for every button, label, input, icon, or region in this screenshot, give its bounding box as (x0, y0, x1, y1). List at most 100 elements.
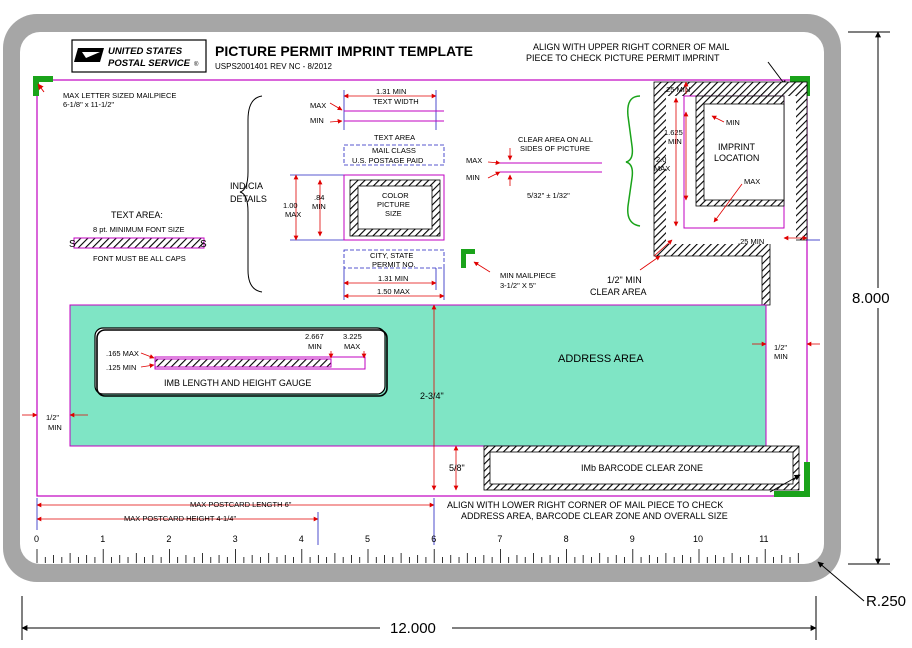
page-title: PICTURE PERMIT IMPRINT TEMPLATE (215, 43, 473, 59)
d-2667-1: 2.667 (305, 332, 324, 341)
corner-radius: R.250 (866, 593, 906, 610)
d-84-min-1: .84 (314, 193, 324, 202)
text-max-label: MAX (310, 101, 326, 110)
max-letter-outline (36, 79, 808, 497)
ruler-label: 6 (431, 534, 436, 544)
d-165-max: .165 MAX (106, 349, 139, 358)
mail-class-line-1: MAIL CLASS (372, 146, 416, 155)
ruler-label: 5 (365, 534, 370, 544)
color-picture-1: COLOR (382, 191, 409, 200)
d-100-max-2: MAX (285, 210, 301, 219)
d-3225-2: MAX (344, 342, 360, 351)
indicia-brace (239, 95, 263, 293)
align-lower-note-2: ADDRESS AREA, BARCODE CLEAR ZONE AND OVE… (461, 511, 728, 521)
green-corner-min-mailpiece (461, 249, 475, 268)
logo-line2: POSTAL SERVICE (108, 58, 191, 69)
green-corner-top-left (33, 76, 53, 96)
d-131-min: 1.31 MIN (378, 274, 408, 283)
d-150-max: 1.50 MAX (377, 287, 410, 296)
text-width-dim-1: 1.31 MIN (376, 87, 406, 96)
half-clear-1: 1/2" MIN (607, 275, 642, 285)
imprint-location-1: IMPRINT (718, 142, 756, 152)
ruler-label: 9 (630, 534, 635, 544)
ruler-label: 10 (693, 534, 703, 544)
logo-reg-mark: ® (194, 61, 199, 68)
min-mailpiece-1: MIN MAILPIECE (500, 271, 556, 280)
s-marker-right: S (200, 239, 207, 250)
d-25-min-right: .25 MIN (738, 237, 764, 246)
max-postcard-height: MAX POSTCARD HEIGHT 4-1/4" (124, 514, 236, 523)
align-upper-note-1: ALIGN WITH UPPER RIGHT CORNER OF MAIL (533, 42, 729, 52)
barcode-clear-zone-label: IMb BARCODE CLEAR ZONE (581, 463, 703, 473)
ruler-label: 11 (759, 534, 768, 544)
ruler-label: 0 (34, 534, 39, 544)
d-5-8: 5/8" (449, 463, 465, 473)
half-min-left-1: 1/2" (46, 413, 59, 422)
imb-gauge-label: IMB LENGTH AND HEIGHT GAUGE (164, 378, 311, 388)
ruler-label: 7 (497, 534, 502, 544)
color-picture-3: SIZE (385, 209, 402, 218)
max-letter-note-1: MAX LETTER SIZED MAILPIECE (63, 91, 176, 100)
align-lower-note-1: ALIGN WITH LOWER RIGHT CORNER OF MAIL PI… (447, 500, 723, 510)
clear-area-all-1: CLEAR AREA ON ALL (518, 135, 593, 144)
green-corner-bottom-right (774, 462, 810, 497)
d-100-max-1: 1.00 (283, 201, 298, 210)
usps-logo: UNITED STATES POSTAL SERVICE ® (71, 39, 207, 73)
imprint-location-box (703, 103, 785, 201)
mail-class-line-2: U.S. POSTAGE PAID (352, 156, 424, 165)
s-marker-left: S (69, 239, 76, 250)
d-84-min-2: MIN (312, 202, 326, 211)
clear-tolerance: 5/32" ± 1/32" (527, 191, 570, 200)
page-subtitle: USPS2001401 REV NC - 8/2012 (215, 62, 333, 71)
text-area-sample (73, 237, 205, 249)
ruler-label: 8 (564, 534, 569, 544)
color-picture-inner (357, 185, 433, 230)
logo-line1: UNITED STATES (108, 46, 183, 57)
d-3225-1: 3.225 (343, 332, 362, 341)
text-min-label: MIN (310, 116, 324, 125)
text-area-label: TEXT AREA (374, 133, 415, 142)
ruler-label: 2 (166, 534, 171, 544)
mail-class-box (343, 144, 445, 166)
align-upper-note-2: PIECE TO CHECK PICTURE PERMIT IMPRINT (526, 53, 720, 63)
half-clear-2: CLEAR AREA (590, 287, 647, 297)
clear-area-all-2: SIDES OF PICTURE (520, 144, 590, 153)
d-2667-2: MIN (308, 342, 322, 351)
text-width-dim-2: TEXT WIDTH (373, 97, 419, 106)
city-state-box (343, 249, 445, 269)
max-postcard-length: MAX POSTCARD LENGTH 6" (190, 500, 292, 509)
imb-gauge-min-bar (154, 358, 332, 368)
half-min-left-2: MIN (48, 423, 62, 432)
overall-width: 12.000 (390, 620, 436, 637)
d-1625-min-1: 1.625 (664, 128, 683, 137)
imprint-min-label: MIN (726, 118, 740, 127)
city-state-2: PERMIT NO. (372, 260, 416, 269)
address-area-label: ADDRESS AREA (558, 353, 644, 365)
ruler-label: 1 (100, 534, 105, 544)
imprint-brace (625, 95, 641, 227)
clear-min-label: MIN (466, 173, 480, 182)
d-25-min-top: .25 MIN (664, 85, 690, 94)
city-state-1: CITY, STATE (370, 251, 413, 260)
d-20-max-2: MAX (654, 164, 670, 173)
imprint-location-2: LOCATION (714, 153, 759, 163)
max-letter-note-2: 6-1/8" x 11-1/2" (63, 100, 114, 109)
d-20-max-1: 2.0 (656, 155, 666, 164)
d-2-3-4: 2-3/4" (420, 391, 444, 401)
indicia-label-1: INDICIA (230, 181, 263, 191)
d-125-min: .125 MIN (106, 363, 136, 372)
color-picture-2: PICTURE (377, 200, 410, 209)
d-1625-min-2: MIN (668, 137, 682, 146)
min-mailpiece-2: 3-1/2" X 5" (500, 281, 536, 290)
all-caps-note: FONT MUST BE ALL CAPS (93, 254, 186, 263)
half-min-right-2: MIN (774, 352, 788, 361)
min-font-note: 8 pt. MINIMUM FONT SIZE (93, 225, 185, 234)
ruler-label: 4 (299, 534, 304, 544)
text-area-title: TEXT AREA: (111, 210, 163, 220)
indicia-label-2: DETAILS (230, 194, 267, 204)
overall-height: 8.000 (852, 290, 890, 307)
barcode-clear-zone (489, 451, 794, 485)
clear-max-label: MAX (466, 156, 482, 165)
